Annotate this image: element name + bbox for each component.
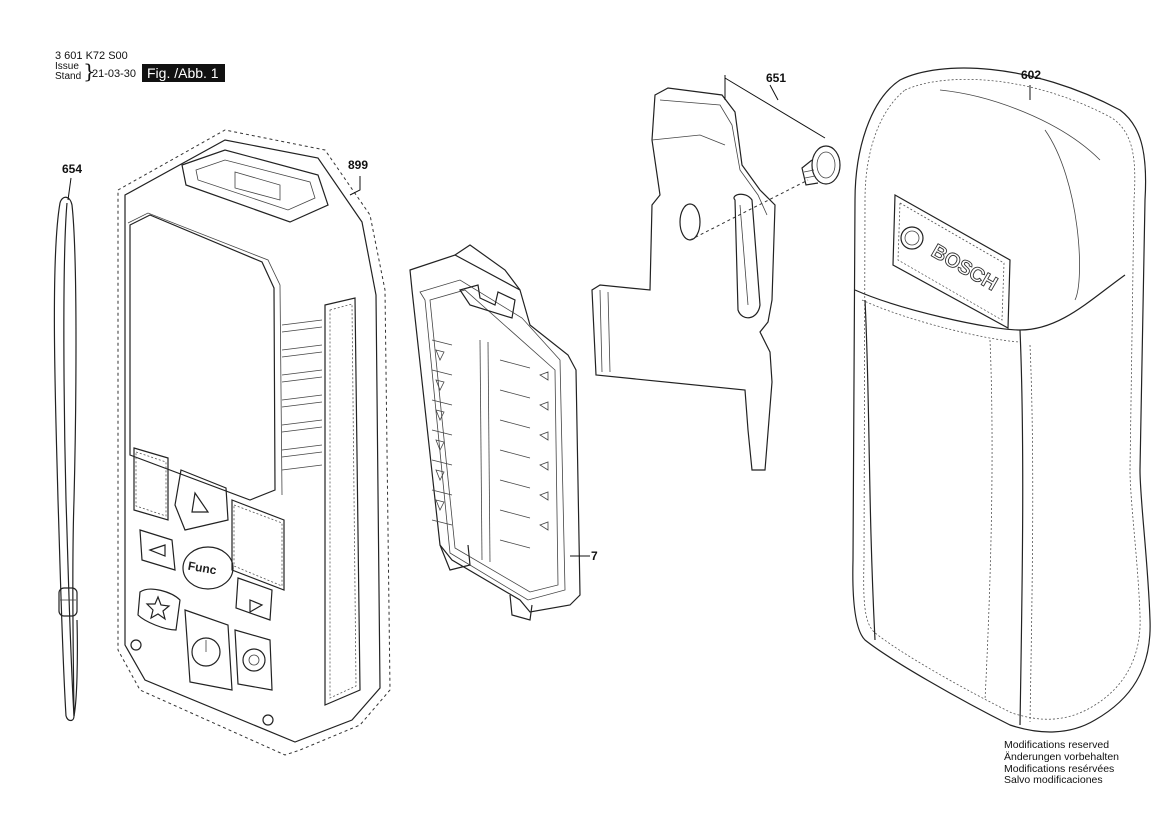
issue-date: 21-03-30 (92, 68, 137, 80)
screw-drawing (801, 145, 841, 186)
measuring-device-drawing: Func (117, 129, 391, 756)
document-number: 3 601 K72 S00 (55, 50, 128, 62)
modifications-line-en: Modifications reserved (1004, 739, 1110, 751)
issue-labels: Issue Stand (55, 62, 81, 82)
part-number-899: 899 (348, 158, 369, 172)
modifications-line-fr: Modifications resérvées (1004, 762, 1115, 775)
wrist-strap-drawing (53, 196, 78, 722)
part-number-651: 651 (766, 71, 787, 85)
part-number-7: 7 (591, 549, 598, 563)
modifications-line-de: Änderungen vorbehalten (1004, 750, 1120, 763)
protective-bag-drawing: BOSCH (852, 67, 1151, 733)
func-button-text: Func (187, 559, 218, 578)
part-number-602: 602 (1021, 68, 1042, 82)
figure-label: Fig. /Abb. 1 (142, 64, 225, 82)
issue-label: Issue (55, 61, 79, 72)
part-number-654: 654 (62, 162, 83, 176)
belt-clip-drawing (591, 87, 841, 471)
stand-label: Stand (55, 71, 82, 82)
modifications-notice: Modifications reserved Änderungen vorbeh… (1004, 739, 1120, 787)
battery-cover-drawing (409, 244, 581, 621)
modifications-line-es: Salvo modificaciones (1004, 774, 1103, 787)
brace-glyph: } (83, 59, 96, 83)
leader-lines (67, 75, 1031, 557)
